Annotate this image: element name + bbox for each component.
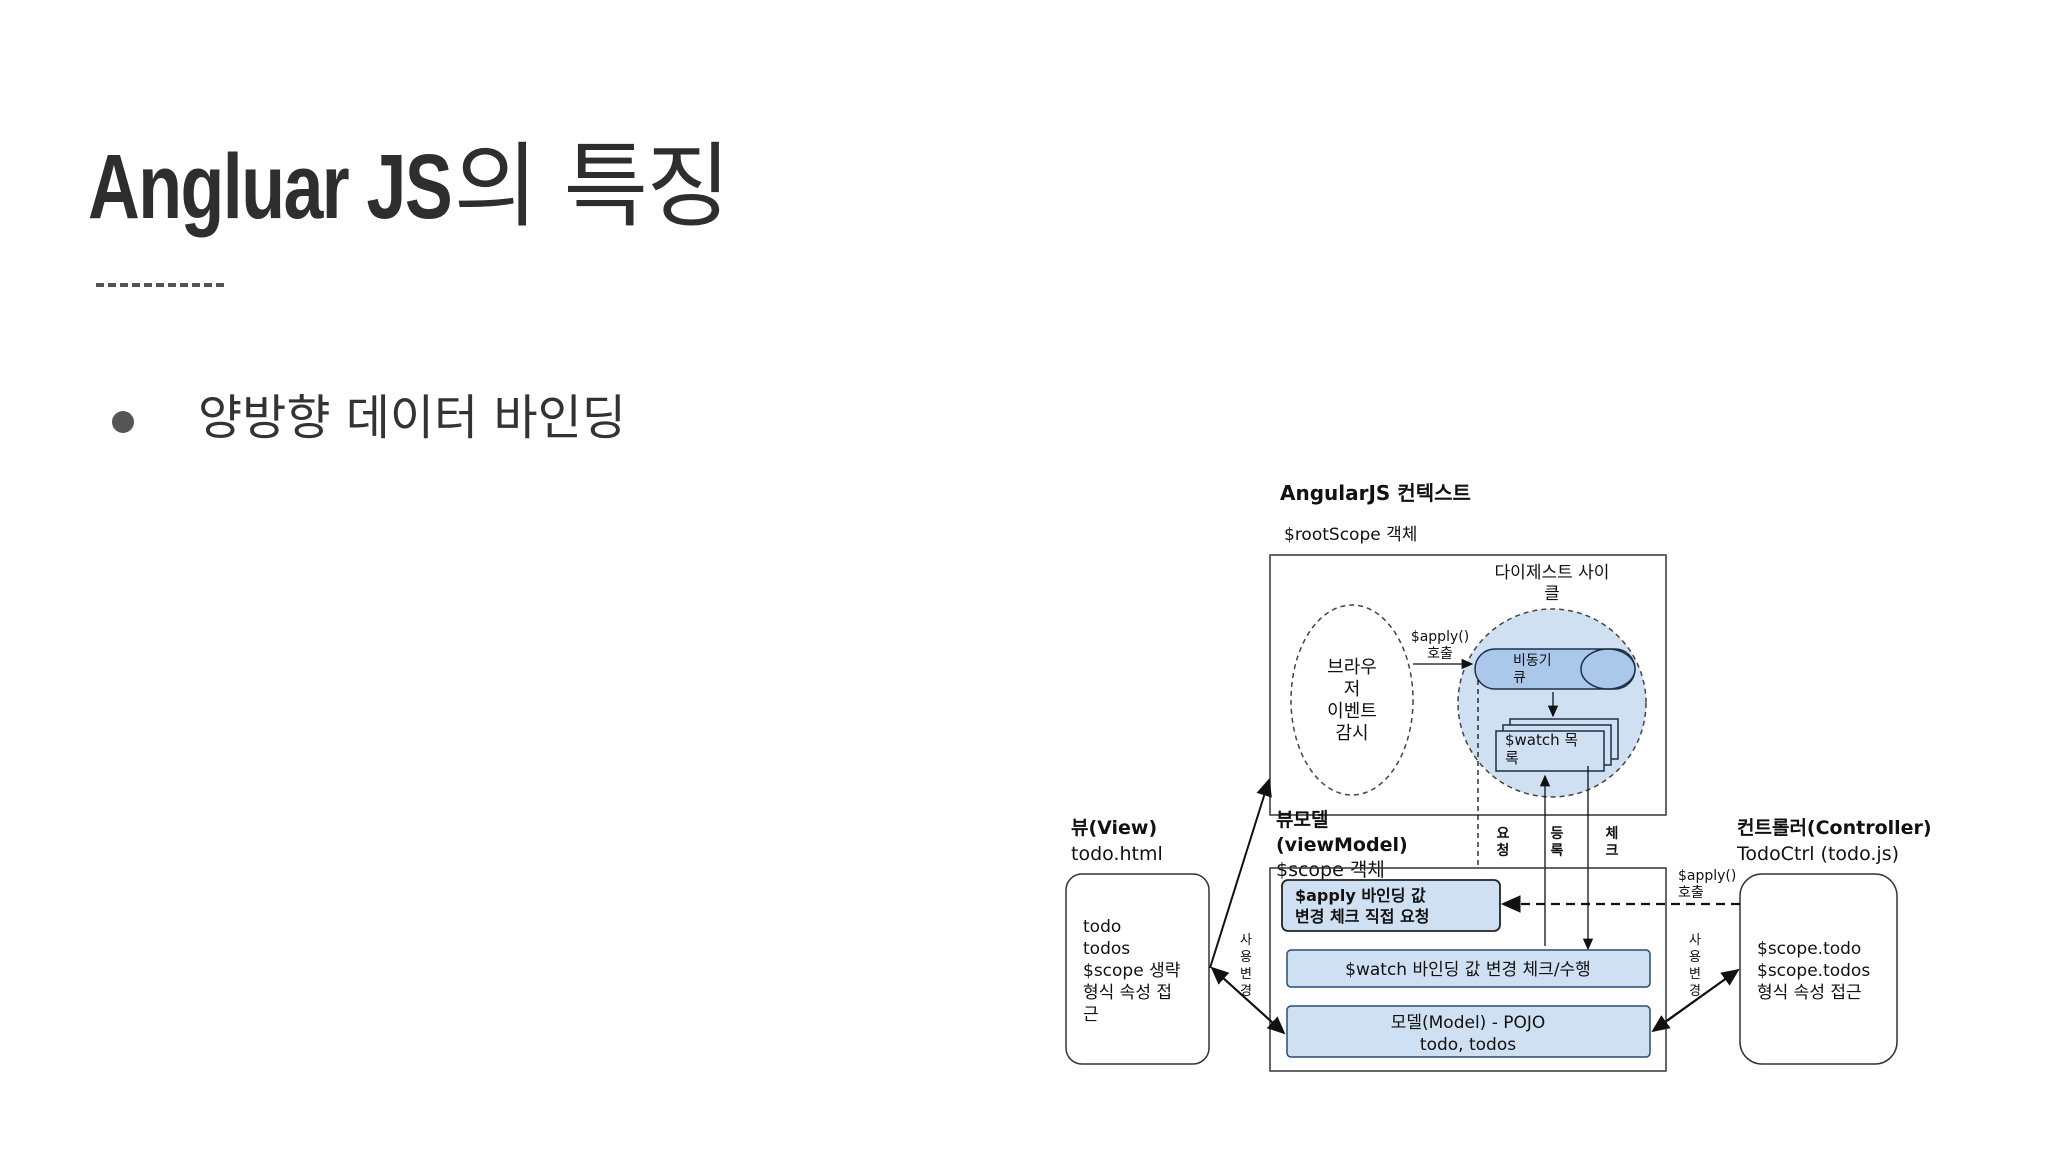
watch-box-label: $watch 바인딩 값 변경 체크/수행: [1345, 960, 1591, 980]
context-title: AngularJS 컨텍스트: [1280, 481, 1471, 505]
user-change-left-4: 경: [1240, 984, 1252, 999]
viewmodel-title-2: (viewModel): [1276, 834, 1408, 856]
rootscope-box: [1269, 554, 1667, 816]
vert-request-2: 청: [1497, 843, 1510, 859]
bullet-text: 양방향 데이터 바인딩: [198, 390, 626, 446]
user-change-left-3: 변: [1240, 967, 1252, 982]
user-change-right-4: 경: [1689, 984, 1701, 999]
apply-box-label-2: 변경 체크 직접 요청: [1295, 907, 1429, 926]
user-change-left-2: 용: [1240, 950, 1252, 965]
apply-call-right-2: 호출: [1678, 885, 1704, 901]
view-file: todo.html: [1071, 843, 1163, 865]
vert-register-2: 록: [1551, 843, 1564, 859]
viewmodel-scope: $scope 객체: [1276, 859, 1385, 881]
viewmodel-title-1: 뷰모델: [1276, 809, 1328, 831]
scope-box: [1269, 867, 1667, 1072]
controller-box-line-2: $scope.todos: [1757, 961, 1870, 981]
view-box-line-3: $scope 생략: [1083, 961, 1181, 981]
watch-list-label-1: $watch 목: [1505, 731, 1578, 749]
model-box: [1286, 1005, 1651, 1058]
user-change-right-1: 사: [1689, 933, 1701, 948]
watch-binding-box: [1286, 949, 1651, 988]
async-queue-end: [1580, 648, 1636, 690]
vert-register-1: 등: [1551, 826, 1564, 842]
browser-label-3: 이벤트: [1327, 701, 1377, 722]
digest-label-2: 클: [1544, 584, 1560, 604]
apply-request-box: [1281, 879, 1501, 932]
model-to-controller-arrow: [1654, 968, 1740, 1030]
controller-box-line-3: 형식 속성 접근: [1757, 983, 1862, 1003]
browser-label-2: 저: [1344, 679, 1361, 700]
title-divider: [96, 283, 224, 287]
view-box-line-5: 근: [1083, 1005, 1099, 1025]
model-box-label-1: 모델(Model) - POJO: [1391, 1013, 1546, 1033]
view-box-line-4: 형식 속성 접: [1083, 983, 1172, 1003]
browser-label-4: 감시: [1335, 723, 1368, 744]
view-box-line-1: todo: [1083, 917, 1121, 937]
slide-title: Angluar JS의 특징: [88, 112, 731, 245]
controller-file: TodoCtrl (todo.js): [1736, 843, 1899, 865]
user-change-right-3: 변: [1689, 967, 1701, 982]
slide-title-korean: 의 특징: [453, 133, 731, 240]
user-change-right-2: 용: [1689, 950, 1701, 965]
user-change-left-1: 사: [1240, 933, 1252, 948]
bullet-dot-icon: [112, 410, 134, 433]
vert-check-2: 크: [1606, 843, 1619, 859]
model-to-view-arrow: [1210, 966, 1283, 1032]
apply-call-top-2: 호출: [1427, 646, 1453, 662]
view-box-line-2: todos: [1083, 939, 1130, 959]
bullet-item: 양방향 데이터 바인딩: [112, 378, 626, 448]
async-queue-label-2: 큐: [1513, 670, 1526, 686]
controller-box: [1739, 873, 1898, 1065]
vert-request-1: 요: [1497, 826, 1510, 842]
watch-list-label-2: 록: [1505, 749, 1519, 767]
async-queue-label-1: 비동기: [1513, 653, 1552, 669]
apply-call-right-1: $apply(): [1678, 868, 1736, 884]
browser-event-ellipse: [1290, 604, 1414, 796]
view-box: [1065, 873, 1210, 1065]
digest-label-1: 다이제스트 사이: [1495, 563, 1610, 583]
view-to-browser-arrow: [1209, 778, 1272, 969]
browser-label-1: 브라우: [1327, 657, 1377, 678]
slide-title-latin: Angluar JS: [88, 136, 453, 238]
apply-call-top-1: $apply(): [1411, 629, 1469, 645]
controller-title: 컨트롤러(Controller): [1737, 817, 1932, 839]
controller-box-line-1: $scope.todo: [1757, 939, 1861, 959]
rootscope-label: $rootScope 객체: [1284, 525, 1417, 545]
watch-list-box: [1495, 730, 1605, 772]
apply-box-label-1: $apply 바인딩 값: [1295, 886, 1426, 905]
vert-check-1: 체: [1606, 826, 1619, 842]
view-title: 뷰(View): [1071, 817, 1157, 839]
model-box-label-2: todo, todos: [1420, 1035, 1516, 1055]
